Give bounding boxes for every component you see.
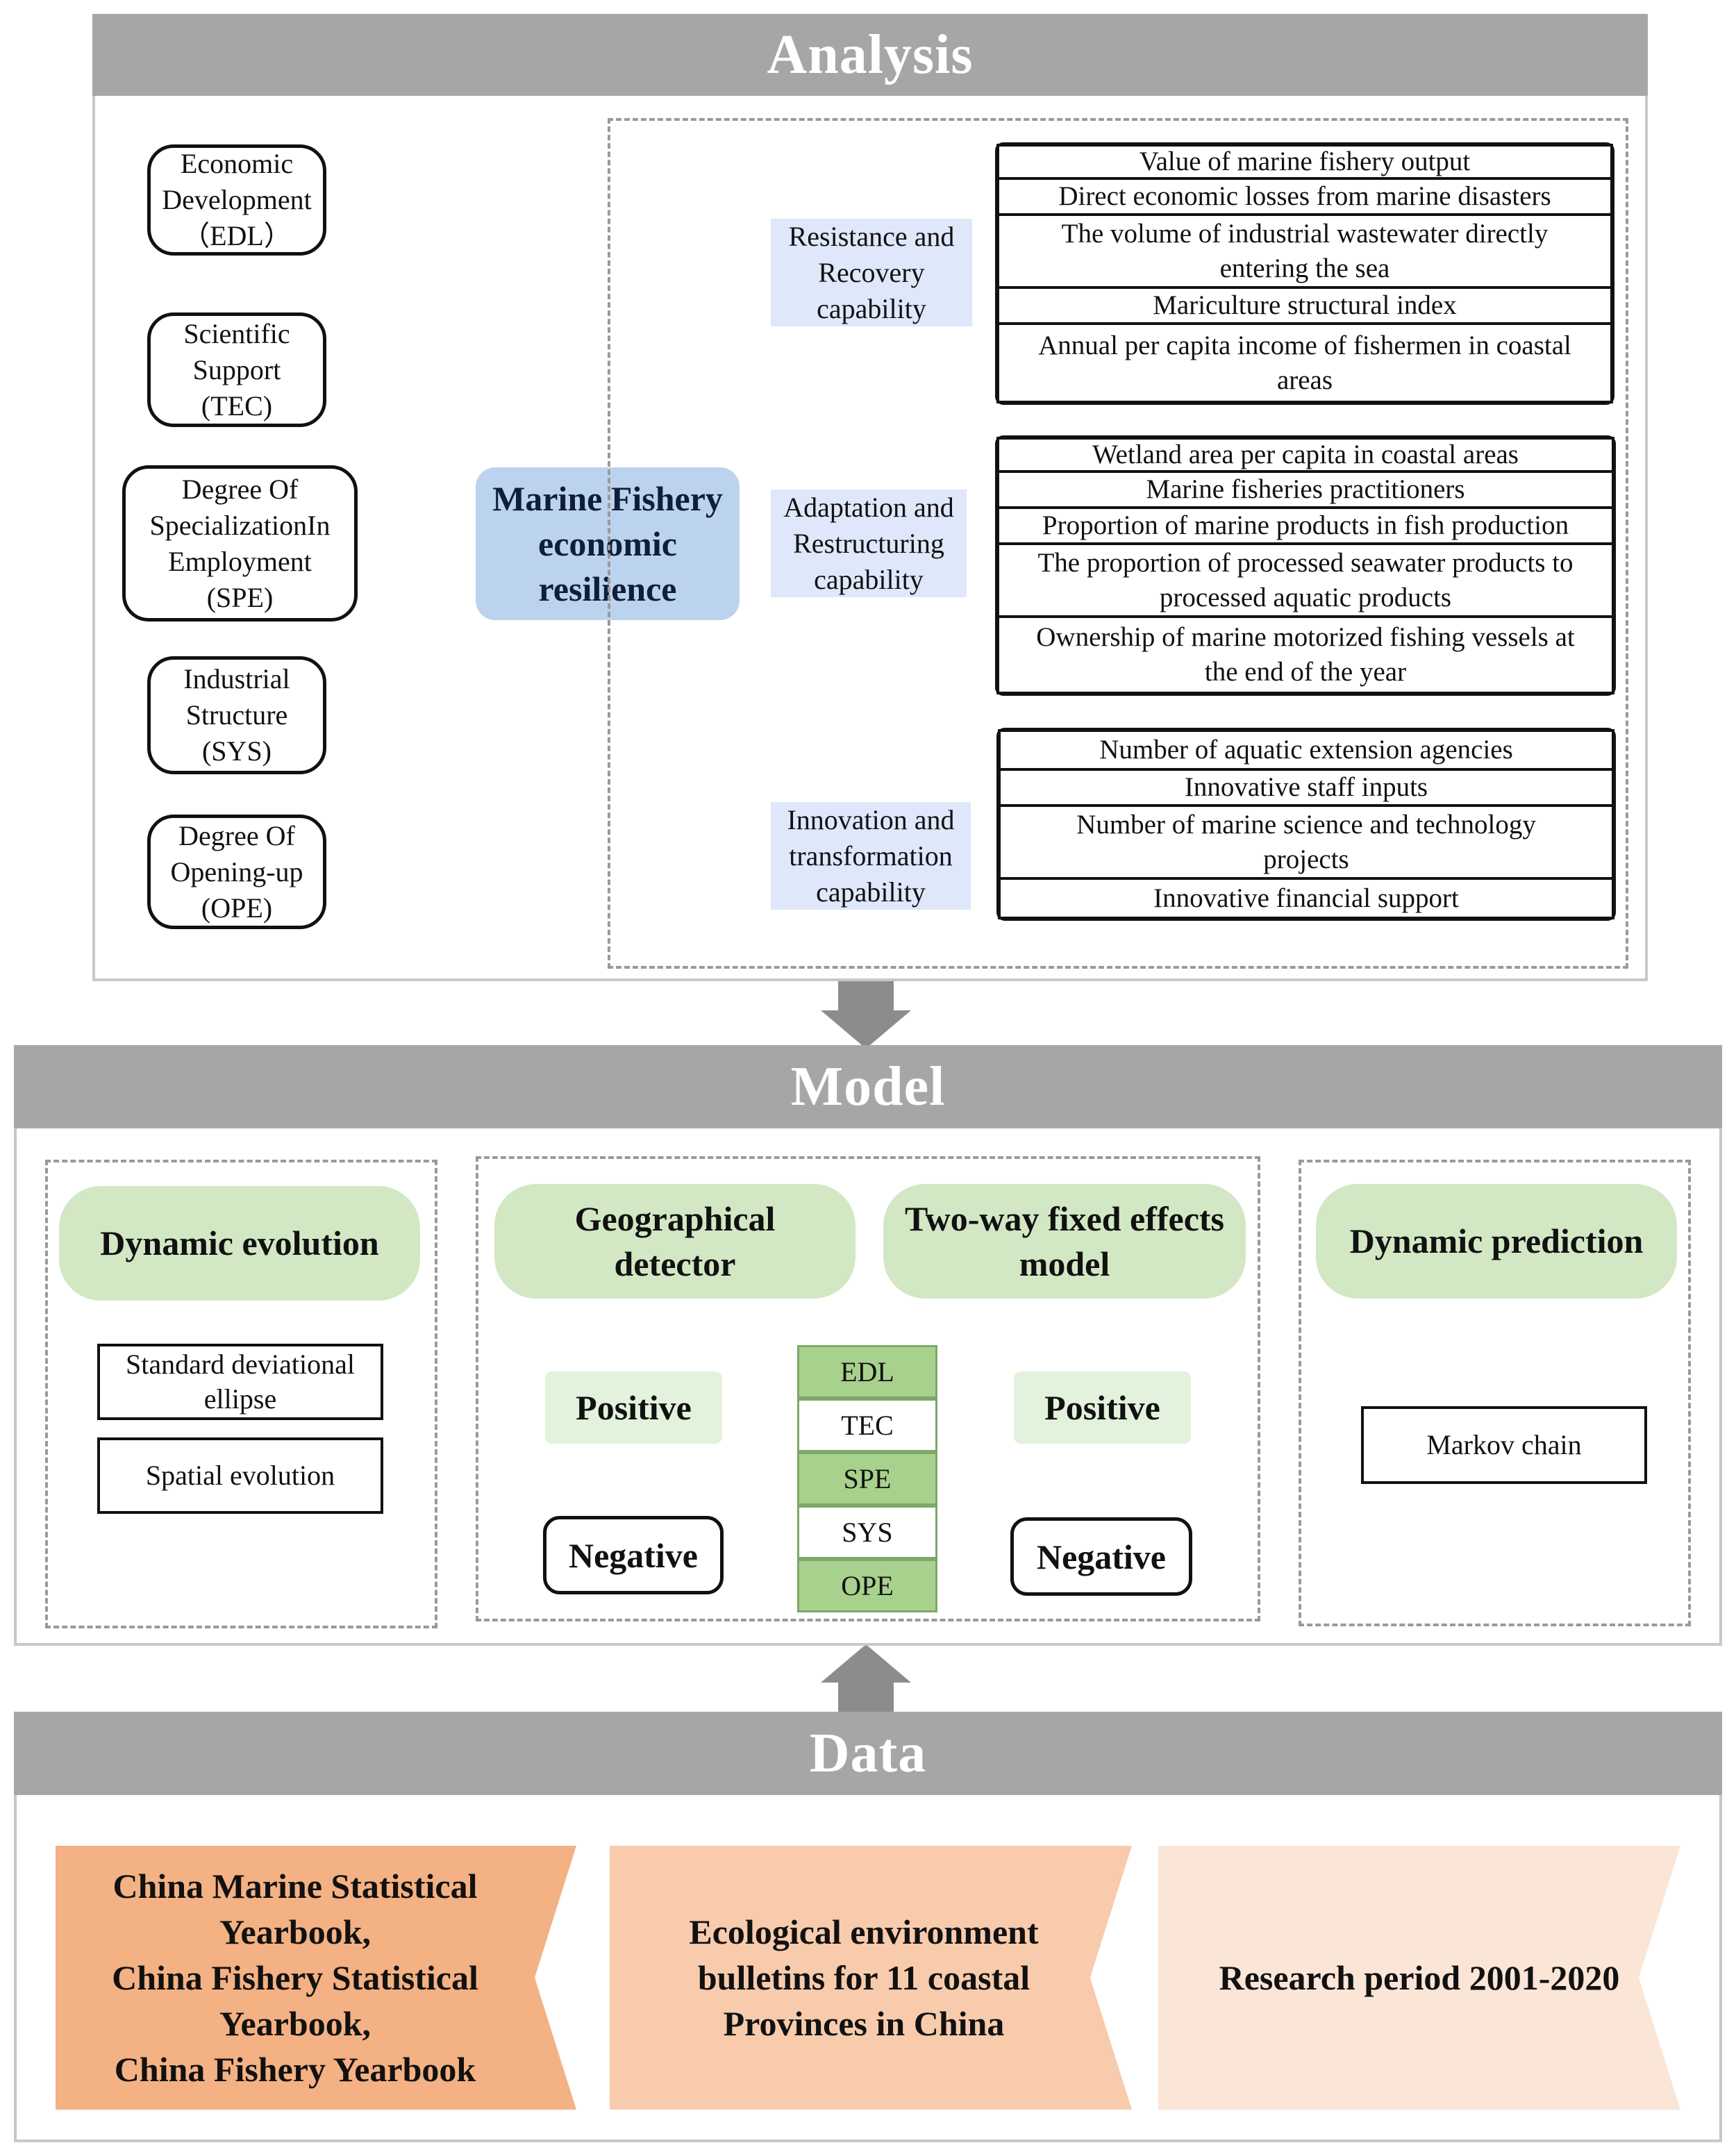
markov-chain-box: Markov chain [1361, 1406, 1647, 1484]
indicator-row: Proportion of marine products in fish pr… [996, 509, 1614, 545]
indicator-row: Innovative financial support [998, 880, 1614, 919]
model-title: Model [790, 1056, 946, 1117]
variable-tec: TEC [797, 1399, 937, 1452]
spatial-evolution-box: Spatial evolution [97, 1437, 383, 1514]
indicator-row: Wetland area per capita in coastal areas [996, 437, 1614, 473]
indicator-row: The volume of industrial wastewater dire… [996, 216, 1613, 289]
fixed-effects-positive-label: Positive [1014, 1371, 1191, 1444]
analysis-title: Analysis [767, 24, 974, 85]
indicator-system-frame [608, 118, 1628, 969]
up-arrow-data-to-model [821, 1644, 911, 1712]
indicator-row: Direct economic losses from marine disas… [996, 180, 1613, 216]
detector-frame [476, 1156, 1260, 1621]
indicator-row: Number of aquatic extension agencies [998, 729, 1614, 771]
data-header: Data [14, 1712, 1722, 1795]
data-source-yearbooks: China Marine Statistical Yearbook, China… [56, 1846, 576, 2110]
indicator-row: Marine fisheries practitioners [996, 473, 1614, 509]
indicator-row: Innovative staff inputs [998, 771, 1614, 807]
variable-spe: SPE [797, 1452, 937, 1505]
fixed-effects-negative-label: Negative [1010, 1517, 1192, 1596]
dynamic-prediction-pill: Dynamic prediction [1316, 1184, 1677, 1299]
detector-positive-label: Positive [545, 1371, 722, 1444]
analysis-header: Analysis [92, 14, 1648, 96]
data-research-period: Research period 2001-2020 [1158, 1846, 1680, 2110]
variable-sys: SYS [797, 1505, 937, 1559]
indicator-row: Annual per capita income of fishermen in… [996, 325, 1613, 403]
dynamic-evolution-frame [45, 1160, 437, 1628]
data-title: Data [809, 1722, 927, 1784]
indicator-row: Value of marine fishery output [996, 144, 1613, 180]
dynamic-evolution-pill: Dynamic evolution [59, 1186, 420, 1301]
variable-edl: EDL [797, 1345, 937, 1399]
down-arrow-analysis-to-model [821, 981, 911, 1049]
model-header: Model [14, 1045, 1722, 1128]
data-source-bulletins: Ecological environment bulletins for 11 … [610, 1846, 1132, 2110]
variable-ope: OPE [797, 1559, 937, 1612]
indicator-row: Mariculture structural index [996, 289, 1613, 325]
indicator-row: The proportion of processed seawater pro… [996, 545, 1614, 618]
indicator-row: Ownership of marine motorized fishing ve… [996, 618, 1614, 694]
dynamic-prediction-frame [1299, 1160, 1691, 1626]
detector-negative-label: Negative [543, 1516, 724, 1594]
